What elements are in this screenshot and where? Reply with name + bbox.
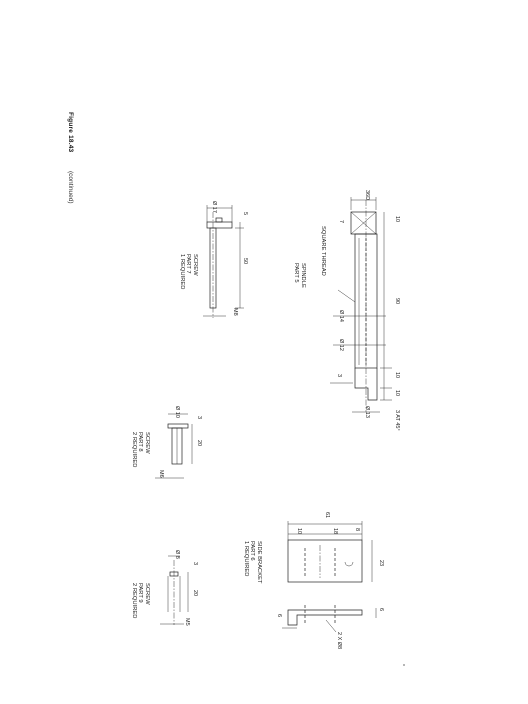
dim-screw9-head-height: 3 [192, 562, 198, 566]
screw-part9-label: SCREW PART 9 2 REQUIRED [131, 583, 150, 619]
screw-part8-drawing [155, 413, 193, 479]
spindle-label: SPINDLE PART 5 [293, 263, 307, 288]
dim-screw8-head-dia: Ø 10 [174, 406, 180, 418]
dim-bracket-offset-a: 10 [296, 528, 302, 535]
dim-screw7-head-height: 5 [242, 212, 248, 216]
dim-bracket-holes: 2 X Ø8 [336, 632, 342, 650]
dim-spindle-square: 7 [338, 220, 344, 224]
dim-screw7-head-dia: Ø 17 [211, 201, 217, 213]
dim-bracket-thickness: 6 [378, 608, 384, 612]
dim-bracket-length: 61 [324, 512, 330, 519]
dim-bracket-offset-b: 18 [332, 528, 338, 535]
dim-spindle-dia13: Ø 13 [364, 406, 370, 418]
dim-screw9-thread: M5 [184, 618, 190, 626]
screw-part7-label: SCREW PART 7 1 REQUIRED [179, 254, 198, 290]
screw-part7-drawing [203, 205, 244, 318]
dim-bracket-offset-c: 8 [354, 528, 360, 532]
dim-bracket-width: 23 [378, 560, 384, 567]
spindle-drawing [330, 197, 392, 413]
dim-screw7-length: 50 [242, 258, 248, 265]
square-thread-label: SQUARE THREAD [320, 226, 326, 276]
dim-spindle-length: 90 [394, 298, 400, 305]
dim-screw8-thread: M6 [158, 470, 164, 478]
dim-screw8-length: 20 [196, 440, 202, 447]
dim-spindle-head-height: 10 [394, 216, 400, 223]
dim-screw9-head-dia: Ø 8 [174, 550, 180, 559]
dim-bracket-lip: 6 [276, 614, 282, 618]
dim-spindle-dia14: Ø 14 [338, 310, 344, 322]
screw-part9-drawing [160, 555, 189, 625]
dim-spindle-collar-a: 10 [394, 372, 400, 379]
side-bracket-label: SIDE BRACKET PART 6 1 REQUIRED [243, 541, 262, 584]
dim-screw9-length: 20 [192, 590, 198, 597]
side-bracket-drawing [282, 521, 377, 633]
dim-screw8-head-height: 3 [196, 416, 202, 420]
dim-spindle-head: 36D [364, 190, 370, 201]
dim-screw7-thread: M8 [232, 308, 238, 316]
dim-spindle-groove: 3 [336, 374, 342, 378]
dim-spindle-dia12: Ø 12 [338, 339, 344, 351]
screw-part8-label: SCREW PART 8 2 REQUIRED [131, 432, 150, 468]
dim-spindle-chamfer: 3 AT 45° [394, 410, 400, 431]
dim-spindle-collar-b: 10 [394, 390, 400, 397]
